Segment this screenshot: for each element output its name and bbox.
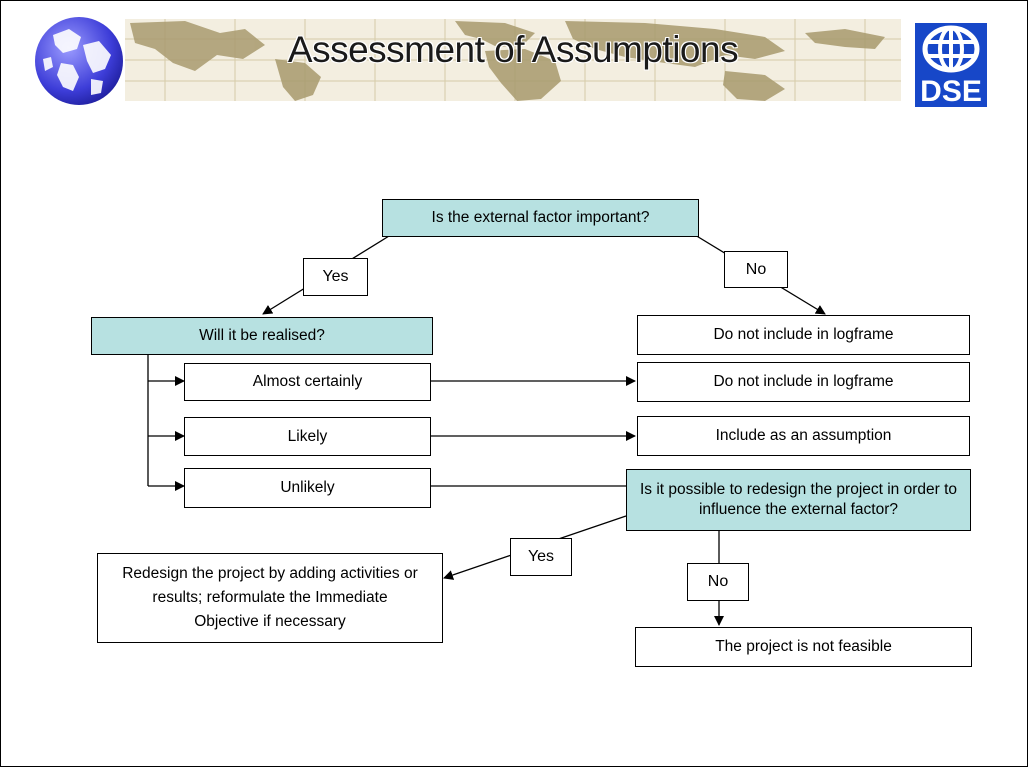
dse-logo: DSE [915, 23, 987, 107]
question-redesign-possible: Is it possible to redesign the project i… [626, 469, 971, 531]
option-almost-certainly: Almost certainly [184, 363, 431, 401]
result-redesign-project: Redesign the project by adding activitie… [97, 553, 443, 643]
question-external-factor-important: Is the external factor important? [382, 199, 699, 237]
option-likely: Likely [184, 417, 431, 456]
no-label-redesign: No [687, 563, 749, 601]
globe-icon [35, 17, 123, 105]
world-map-banner [125, 19, 901, 101]
yes-label-redesign: Yes [510, 538, 572, 576]
yes-label-important: Yes [303, 258, 368, 296]
result-include-as-assumption: Include as an assumption [637, 416, 970, 456]
logo-text: DSE [920, 75, 982, 107]
slide-title: Assessment of Assumptions [287, 29, 739, 70]
no-label-important: No [724, 251, 788, 288]
result-do-not-include-1: Do not include in logframe [637, 315, 970, 355]
question-will-it-be-realised: Will it be realised? [91, 317, 433, 355]
result-project-not-feasible: The project is not feasible [635, 627, 972, 667]
option-unlikely: Unlikely [184, 468, 431, 508]
result-do-not-include-2: Do not include in logframe [637, 362, 970, 402]
